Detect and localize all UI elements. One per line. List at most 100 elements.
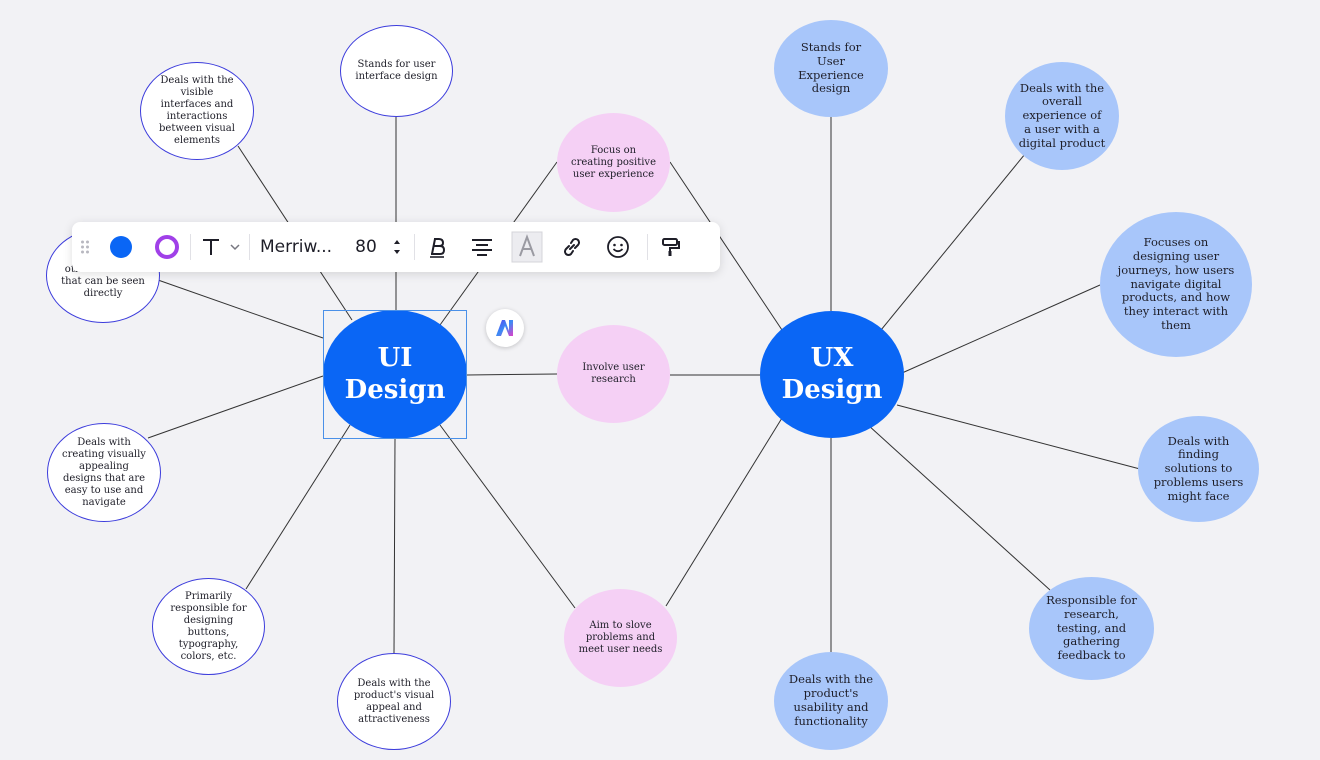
- node-text-line: might face: [1167, 488, 1230, 503]
- connector-line: [147, 375, 324, 439]
- connector-line: [880, 153, 1026, 331]
- node-text-line: finding: [1178, 447, 1219, 462]
- node-text-line: products, and how: [1121, 290, 1231, 305]
- node-text-line: easy to use and: [64, 484, 144, 496]
- node-text-line: attractiveness: [358, 713, 430, 725]
- connector-line: [157, 279, 324, 339]
- node-text-line: interactions: [166, 111, 228, 122]
- node-text-line: them: [1161, 317, 1191, 332]
- link-button[interactable]: [549, 222, 595, 272]
- node-text-line: interfaces and: [160, 99, 234, 110]
- central-node-text-line: Design: [781, 374, 883, 405]
- node-text-line: Focus on: [590, 144, 637, 156]
- connector-line: [439, 424, 576, 609]
- node-text-line: Deals with: [77, 436, 131, 448]
- node-text-line: appealing: [79, 460, 129, 472]
- format-painter-button[interactable]: [648, 222, 694, 272]
- node-text-line: that can be seen: [61, 275, 145, 287]
- node-text-line: interface design: [355, 71, 438, 82]
- node-text-line: designing: [183, 614, 234, 626]
- node-text-line: research: [591, 374, 636, 385]
- central-node-text-line: UI: [377, 342, 413, 373]
- node-text-line: a user with a: [1024, 121, 1100, 136]
- toolbar-divider: [414, 234, 415, 260]
- fill-color-swatch: [110, 236, 132, 258]
- node-text-line: problems users: [1153, 474, 1244, 489]
- node-text-line: functionality: [794, 713, 868, 728]
- node-text-line: navigate digital: [1130, 276, 1222, 291]
- central-node-text-line: UX: [810, 342, 854, 373]
- node-text-line: visible: [180, 87, 214, 98]
- node-text-line: buttons,: [187, 626, 230, 638]
- emoji-icon: [607, 236, 629, 258]
- node-text-line: product's: [803, 686, 859, 701]
- node-text-line: problems and: [585, 632, 656, 643]
- bold-icon: [430, 238, 445, 258]
- connector-line: [669, 161, 783, 331]
- font-family-select[interactable]: Merriw...: [260, 237, 333, 257]
- node-text-line: colors, etc.: [180, 650, 237, 662]
- align-center-button[interactable]: [459, 222, 505, 272]
- bold-button[interactable]: [415, 222, 459, 272]
- node-text-line: overall: [1042, 94, 1082, 109]
- fill-color-button[interactable]: [98, 222, 144, 272]
- node-text-line: experience of: [1022, 108, 1102, 123]
- node-text-line: digital product: [1018, 135, 1106, 150]
- format-painter-icon: [662, 238, 680, 256]
- chevron-down-icon: [229, 244, 240, 251]
- node-text-line: testing, and: [1056, 620, 1127, 635]
- connector-line: [393, 437, 396, 655]
- link-icon: [563, 237, 581, 257]
- node-text-line: solutions to: [1164, 461, 1233, 476]
- node-text-line: Deals with the: [788, 672, 874, 687]
- node-text-line: Deals with the: [357, 677, 431, 689]
- node-text-line: research,: [1064, 606, 1119, 621]
- selection-box[interactable]: [323, 310, 467, 439]
- connector-line: [245, 424, 351, 590]
- emoji-button[interactable]: [595, 222, 641, 272]
- border-color-button[interactable]: [144, 222, 190, 272]
- node-text-line: Stands for user: [357, 59, 436, 70]
- connector-line: [901, 284, 1101, 374]
- text-highlight-button[interactable]: [505, 222, 549, 272]
- node-text-line: they interact with: [1123, 304, 1229, 319]
- connector-line: [665, 417, 783, 607]
- font-size-stepper[interactable]: [386, 222, 408, 272]
- node-text-line: creating positive: [570, 156, 657, 168]
- font-size-value[interactable]: 80: [355, 237, 377, 257]
- text-type-dropdown[interactable]: [191, 222, 249, 272]
- drag-handle[interactable]: [72, 222, 98, 272]
- node-text-line: creating visually: [62, 448, 146, 460]
- node-text-line: designs that are: [62, 472, 146, 484]
- ai-logo-icon: [496, 320, 513, 336]
- ai-assistant-button[interactable]: [486, 309, 524, 347]
- node-text-line: feedback to: [1057, 648, 1126, 663]
- toolbar-divider: [190, 234, 191, 260]
- node-text-line: designing user: [1132, 249, 1220, 263]
